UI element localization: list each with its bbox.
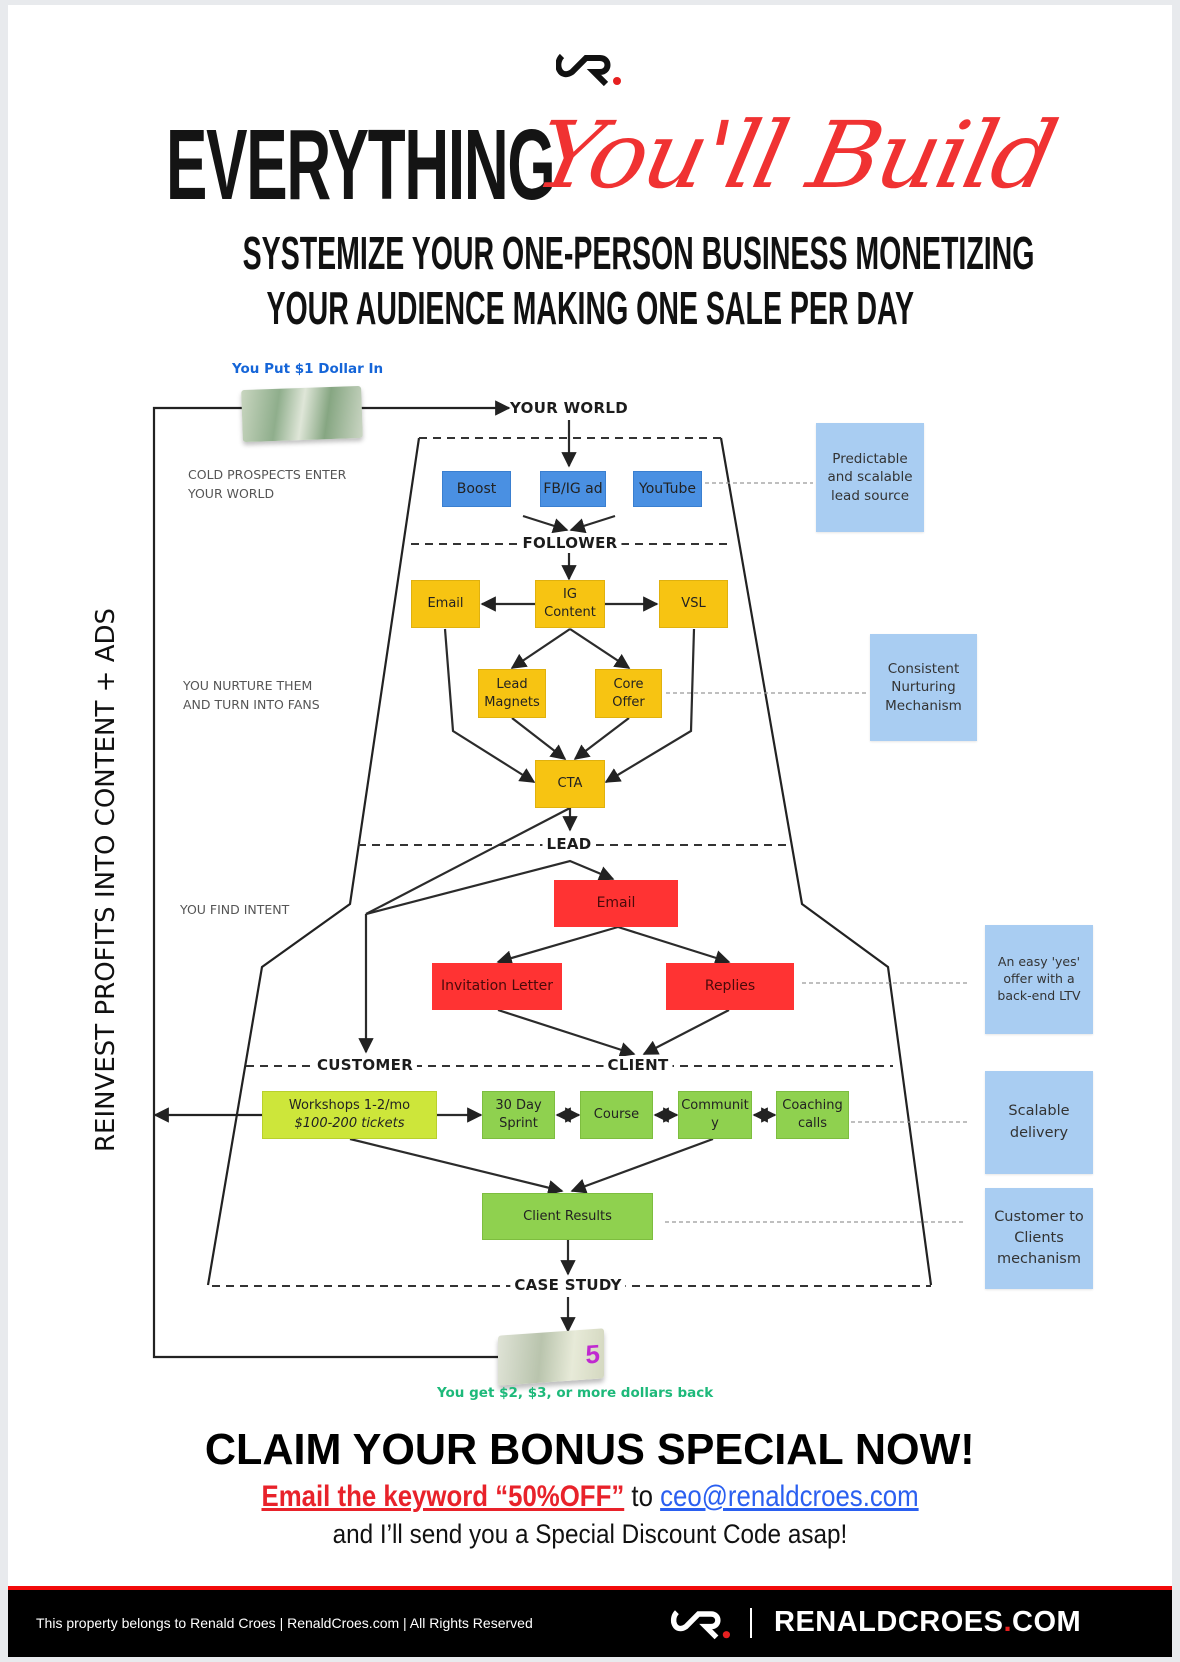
side-label-line: YOU NURTURE THEM: [183, 678, 313, 693]
box-invitation-letter: Invitation Letter: [432, 963, 562, 1010]
five-dollar-bill-image: 5: [498, 1328, 604, 1386]
five-digit-icon: 5: [585, 1338, 600, 1370]
box-fbig-ad: FB/IG ad: [540, 471, 606, 507]
box-youtube: YouTube: [633, 471, 702, 507]
box-label: 30 Day: [495, 1098, 542, 1114]
box-label: Communit: [681, 1098, 749, 1114]
note-line: lead source: [830, 487, 910, 504]
box-client-results: Client Results: [482, 1193, 653, 1240]
note-line: Scalable: [1008, 1102, 1070, 1119]
note-line: Customer to: [994, 1208, 1084, 1225]
box-coaching-calls: Coaching calls: [776, 1091, 849, 1139]
box-boost: Boost: [442, 471, 511, 507]
footer-brand: RENALDCROES.COM: [774, 1606, 1081, 1639]
note-line: Nurturing: [891, 679, 956, 696]
footer: This property belongs to Renald Croes | …: [8, 1590, 1172, 1657]
box-workshops: Workshops 1-2/mo $100-200 tickets: [262, 1091, 437, 1139]
reinvest-vertical-label: REINVEST PROFITS INTO CONTENT + ADS: [91, 607, 121, 1153]
note-line: back-end LTV: [997, 987, 1081, 1003]
box-label: Magnets: [484, 694, 540, 710]
box-label: Coaching: [782, 1098, 843, 1114]
to-text: to: [631, 1480, 653, 1513]
box-label: Sprint: [499, 1116, 538, 1131]
stage-your-world: YOUR WORLD: [510, 399, 628, 417]
money-out-label: You get $2, $3, or more dollars back: [437, 1385, 714, 1401]
box-label: $100-200 tickets: [294, 1116, 405, 1131]
subtitle-line-2: YOUR AUDIENCE MAKING ONE SALE PER DAY: [266, 282, 914, 334]
box-label: calls: [797, 1116, 828, 1131]
stage-case-study: CASE STUDY: [510, 1276, 626, 1294]
side-label-line: AND TURN INTO FANS: [183, 697, 320, 712]
note-line: Predictable: [832, 451, 908, 468]
footer-red-rule: [8, 1586, 1172, 1590]
page: [8, 5, 1172, 1657]
box-label: Workshops 1-2/mo: [288, 1098, 411, 1114]
box-email-lead: Email: [554, 880, 678, 927]
box-label: y: [711, 1116, 719, 1131]
one-dollar-bill-image: [241, 385, 363, 443]
brand-tld: COM: [1012, 1606, 1082, 1638]
cta-heading: CLAIM YOUR BONUS SPECIAL NOW!: [205, 1425, 975, 1474]
stage-customer: CUSTOMER: [312, 1056, 418, 1074]
main-title: EVERYTHING You'll Build: [166, 102, 1066, 221]
top-logo: [555, 48, 626, 88]
footer-divider: [750, 1608, 752, 1638]
brand-dot: .: [1003, 1606, 1013, 1638]
email-keyword-link[interactable]: Email the keyword “50%OFF”: [261, 1480, 625, 1513]
box-course: Course: [580, 1091, 653, 1139]
note-line: Consistent: [887, 661, 960, 678]
note-line: offer with a: [1003, 971, 1075, 987]
note-line: mechanism: [997, 1251, 1081, 1267]
box-label: Lead: [496, 676, 528, 692]
side-label-cold-prospects: COLD PROSPECTS ENTER YOUR WORLD: [188, 465, 346, 503]
box-email-nurture: Email: [411, 580, 480, 628]
subtitle-line-1: SYSTEMIZE YOUR ONE-PERSON BUSINESS MONET…: [242, 227, 1035, 279]
stage-lead: LEAD: [542, 835, 596, 853]
box-vsl: VSL: [659, 580, 728, 628]
note-line: and scalable: [827, 469, 913, 486]
money-in-label: You Put $1 Dollar In: [232, 361, 384, 377]
brand-name: RENALDCROES: [774, 1606, 1004, 1638]
note-line: delivery: [1009, 1124, 1069, 1141]
side-label-nurture: YOU NURTURE THEM AND TURN INTO FANS: [183, 676, 320, 714]
box-label: Core: [613, 676, 644, 692]
note-customer-to-clients: Customer to Clients mechanism: [985, 1188, 1093, 1289]
note-line: Clients: [1014, 1229, 1064, 1246]
stage-client: CLIENT: [603, 1056, 673, 1074]
box-label: Offer: [612, 694, 645, 710]
box-community: Communit y: [678, 1091, 752, 1139]
footer-copyright: This property belongs to Renald Croes | …: [36, 1615, 533, 1631]
side-label-line: YOUR WORLD: [188, 486, 275, 501]
box-replies: Replies: [666, 963, 794, 1010]
note-line: An easy 'yes': [997, 954, 1081, 970]
stage-follower: FOLLOWER: [518, 534, 622, 552]
note-scalable-delivery: Scalable delivery: [985, 1071, 1093, 1174]
box-label: Content: [544, 605, 596, 620]
email-address-link[interactable]: ceo@renaldcroes.com: [660, 1480, 919, 1513]
note-line: Mechanism: [885, 697, 962, 714]
footer-logo-icon: [670, 1605, 736, 1646]
box-ig-content: IG Content: [535, 580, 605, 628]
box-cta: CTA: [535, 760, 605, 808]
side-label-line: COLD PROSPECTS ENTER: [188, 467, 347, 482]
title-bold: EVERYTHING: [166, 109, 556, 221]
discount-code-text: and I’ll send you a Special Discount Cod…: [332, 1519, 848, 1549]
side-label-intent: YOU FIND INTENT: [180, 902, 290, 917]
box-label: IG: [563, 587, 577, 603]
